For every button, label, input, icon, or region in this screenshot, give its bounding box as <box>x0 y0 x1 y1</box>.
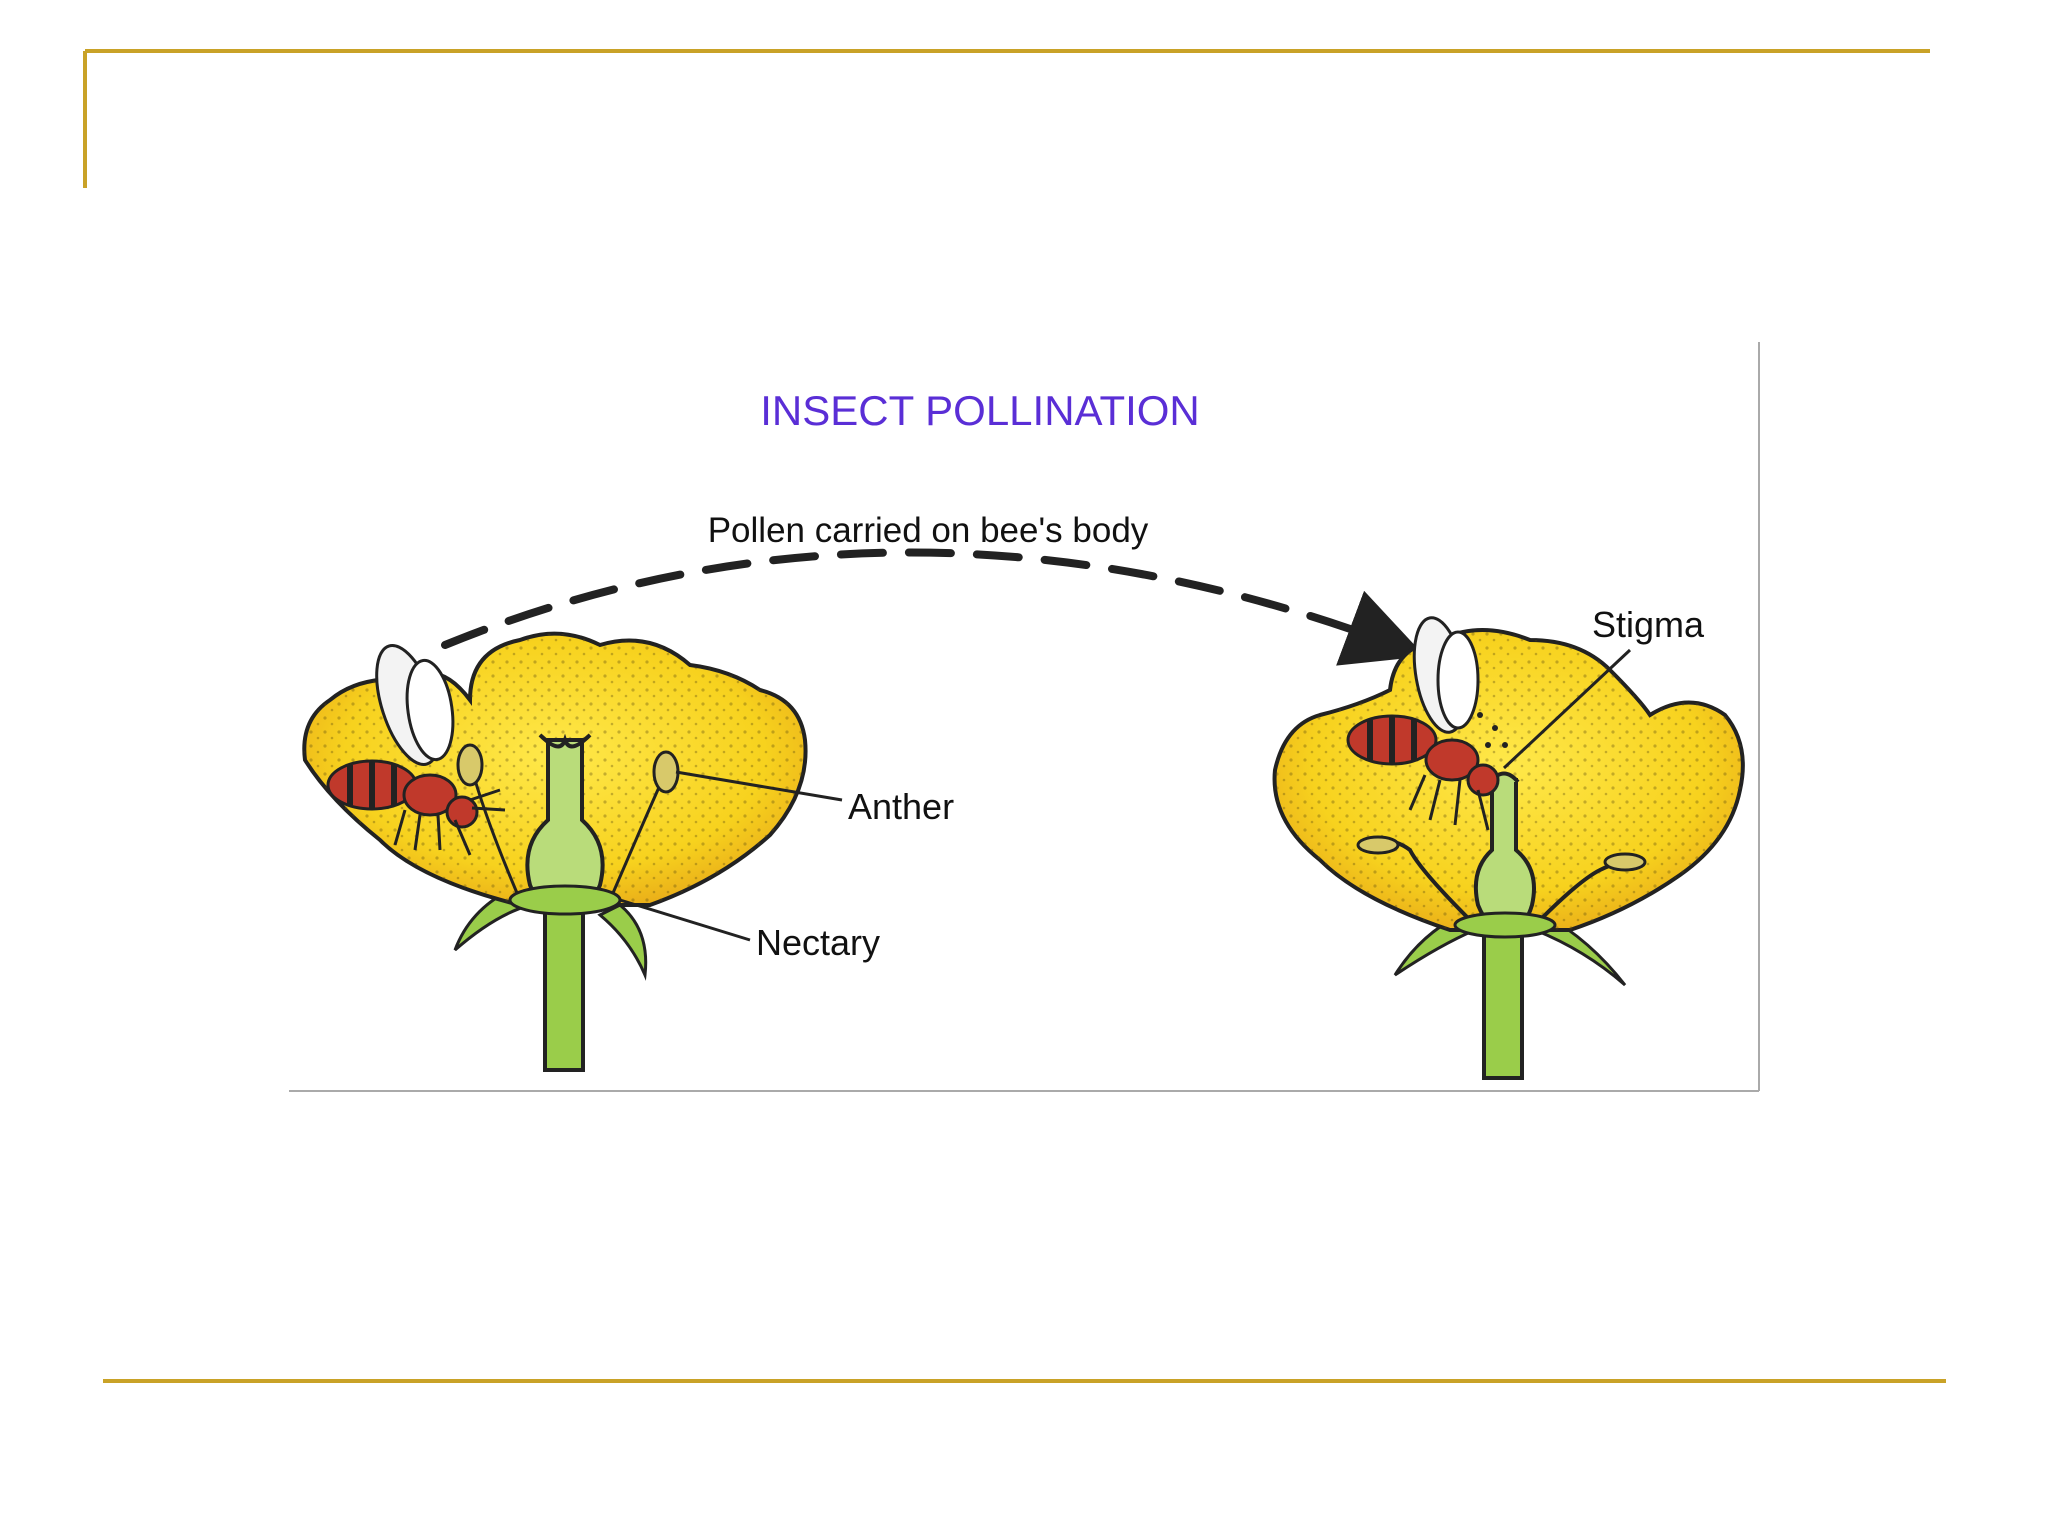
right-flower-anther <box>1356 835 1400 855</box>
left-flower-stigma <box>538 733 592 749</box>
left-flower-anther <box>652 750 680 794</box>
anther-leader-line <box>675 770 843 802</box>
bee-wing-icon <box>1436 630 1480 730</box>
pollen-path-arrow <box>441 548 1425 666</box>
bee-head <box>1466 763 1500 797</box>
right-flower-sepal <box>1532 913 1627 987</box>
left-flower-sepal <box>597 903 648 981</box>
right-bee <box>1346 616 1508 831</box>
stigma-label: Stigma <box>1592 604 1705 645</box>
left-flower <box>302 631 843 1072</box>
left-flower-stem <box>543 908 585 1072</box>
right-flower-anther <box>1603 852 1647 872</box>
left-flower-nectary <box>508 884 622 916</box>
picture-border <box>289 342 1760 1092</box>
slide-frame <box>83 49 1946 1383</box>
right-flower <box>1272 616 1745 1080</box>
bee-wing-icon <box>405 658 455 762</box>
left-flower-stamen <box>608 784 662 901</box>
nectary-leader-line <box>619 898 751 942</box>
pollen-path-label: Pollen carried on bee's body <box>708 511 1149 550</box>
left-flower-anther <box>456 743 484 787</box>
bee-head <box>445 795 479 829</box>
anther-label: Anther <box>848 786 954 827</box>
bee-thorax <box>402 773 458 817</box>
left-bee <box>326 643 506 856</box>
diagram-title: INSECT POLLINATION <box>760 387 1200 434</box>
left-flower-stamen <box>473 779 522 901</box>
bee-thorax <box>1424 738 1480 782</box>
stigma-leader-line <box>1502 648 1632 770</box>
right-flower-stem <box>1482 928 1524 1080</box>
nectary-label: Nectary <box>756 922 880 963</box>
